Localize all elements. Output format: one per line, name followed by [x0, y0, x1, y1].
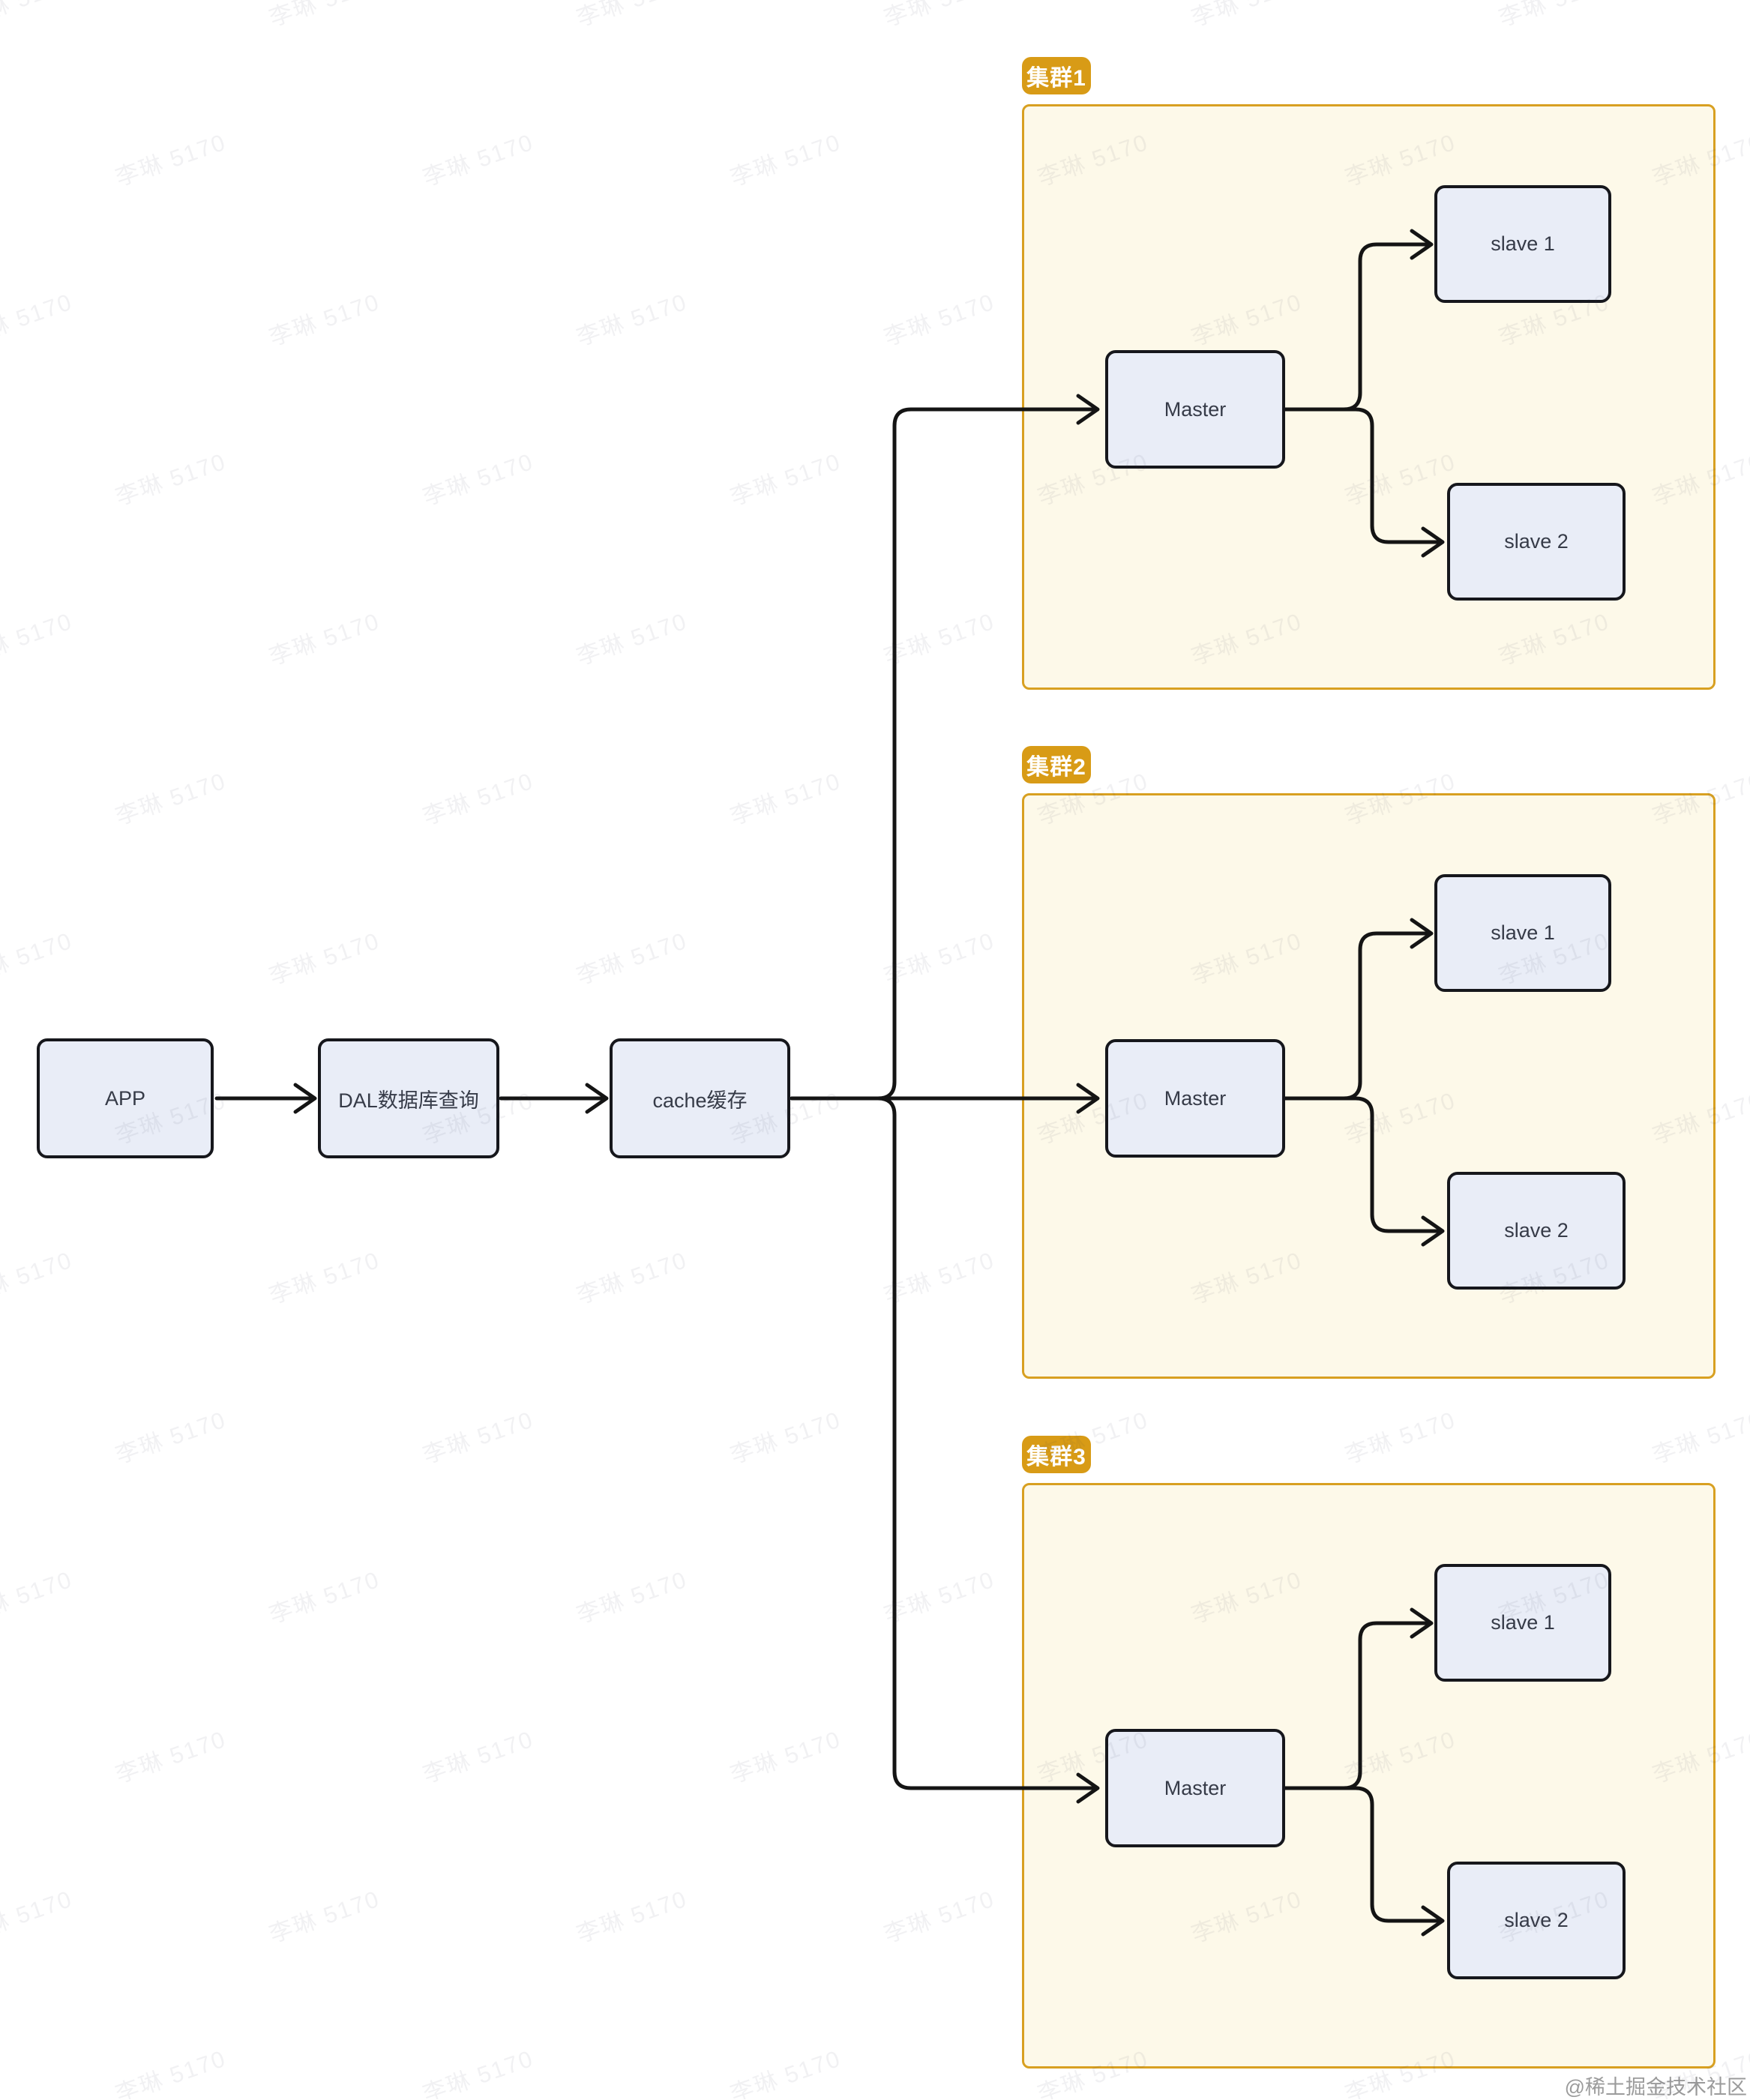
watermark-text: 李琳 5170	[265, 927, 384, 990]
cluster-2-slave1: slave 1	[1434, 874, 1611, 992]
watermark-text: 李琳 5170	[265, 1885, 384, 1948]
watermark-text: 李琳 5170	[880, 1246, 999, 1309]
cluster-2: 集群2 Master slave 1 slave 2	[1022, 746, 1717, 1382]
node-app-label: APP	[104, 1086, 146, 1110]
watermark-text: 李琳 5170	[265, 1246, 384, 1309]
cluster-3-master: Master	[1105, 1729, 1285, 1847]
cluster-1-master-label: Master	[1164, 397, 1227, 421]
cluster-3-master-label: Master	[1164, 1776, 1227, 1799]
watermark-text: 李琳 5170	[0, 1246, 76, 1309]
node-cache-label: cache缓存	[652, 1089, 748, 1112]
watermark-text: 李琳 5170	[112, 448, 230, 511]
cluster-2-master: Master	[1105, 1039, 1285, 1158]
cluster-1-slave1: slave 1	[1434, 185, 1611, 303]
cluster-1-slave2-label: slave 2	[1504, 530, 1569, 553]
credit-text: @稀土掘金技术社区	[1564, 2076, 1747, 2099]
watermark-text: 李琳 5170	[0, 927, 76, 990]
cluster-3-slave2: slave 2	[1447, 1862, 1626, 1979]
watermark-text: 李琳 5170	[573, 0, 691, 31]
watermark-text: 李琳 5170	[0, 1565, 76, 1628]
watermark-text: 李琳 5170	[419, 1406, 538, 1469]
cluster-1-slave2: slave 2	[1447, 483, 1626, 601]
watermark-text: 李琳 5170	[112, 1406, 230, 1469]
watermark-text: 李琳 5170	[112, 1725, 230, 1788]
watermark-text: 李琳 5170	[1188, 0, 1306, 31]
watermark-text: 李琳 5170	[265, 607, 384, 670]
cluster-2-slave1-label: slave 1	[1491, 921, 1555, 944]
watermark-text: 李琳 5170	[727, 2045, 845, 2099]
watermark-text: 李琳 5170	[573, 607, 691, 670]
cluster-1-slave1-label: slave 1	[1491, 232, 1555, 255]
node-cache: cache缓存	[610, 1038, 790, 1158]
watermark-text: 李琳 5170	[573, 288, 691, 351]
arrowhead-app-to-dal	[293, 1083, 317, 1114]
watermark-text: 李琳 5170	[573, 1565, 691, 1628]
node-dal: DAL数据库查询	[318, 1038, 499, 1158]
cluster-2-label: 集群2	[1026, 755, 1086, 780]
cluster-1: 集群1 Master slave 1 slave 2	[1022, 57, 1717, 693]
watermark-text: 李琳 5170	[419, 448, 538, 511]
arrowhead-dal-to-cache	[585, 1083, 609, 1114]
watermark-text: 李琳 5170	[727, 448, 845, 511]
watermark-text: 李琳 5170	[419, 2045, 538, 2099]
cluster-1-badge: 集群1	[1022, 57, 1091, 94]
cluster-3: 集群3 Master slave 1 slave 2	[1022, 1436, 1717, 2072]
watermark-text: 李琳 5170	[880, 927, 999, 990]
watermark-text: 李琳 5170	[112, 128, 230, 191]
watermark-text: 李琳 5170	[1495, 0, 1614, 31]
cluster-3-slave1-label: slave 1	[1491, 1611, 1555, 1634]
cluster-2-master-label: Master	[1164, 1086, 1227, 1110]
cluster-1-label: 集群1	[1026, 66, 1086, 91]
cluster-1-master: Master	[1105, 350, 1285, 469]
watermark-text: 李琳 5170	[727, 1406, 845, 1469]
watermark-text: 李琳 5170	[112, 2045, 230, 2099]
watermark-text: 李琳 5170	[265, 288, 384, 351]
watermark-text: 李琳 5170	[419, 767, 538, 830]
watermark-text: 李琳 5170	[419, 1725, 538, 1788]
cluster-2-slave2: slave 2	[1447, 1172, 1626, 1290]
watermark-text: 李琳 5170	[573, 927, 691, 990]
cluster-3-badge: 集群3	[1022, 1436, 1091, 1473]
node-dal-label: DAL数据库查询	[338, 1089, 479, 1112]
node-app: APP	[37, 1038, 214, 1158]
watermark-text: 李琳 5170	[880, 607, 999, 670]
watermark-text: 李琳 5170	[0, 607, 76, 670]
cluster-2-badge: 集群2	[1022, 746, 1091, 783]
watermark-text: 李琳 5170	[880, 0, 999, 31]
watermark-text: 李琳 5170	[727, 767, 845, 830]
watermark-text: 李琳 5170	[419, 128, 538, 191]
watermark-text: 李琳 5170	[880, 1885, 999, 1948]
cluster-3-slave1: slave 1	[1434, 1564, 1611, 1682]
watermark-text: 李琳 5170	[0, 288, 76, 351]
cluster-3-label: 集群3	[1026, 1445, 1086, 1469]
watermark-text: 李琳 5170	[573, 1885, 691, 1948]
watermark-text: 李琳 5170	[112, 767, 230, 830]
watermark-text: 李琳 5170	[0, 0, 76, 31]
watermark-text: 李琳 5170	[727, 128, 845, 191]
watermark-text: 李琳 5170	[573, 1246, 691, 1309]
watermark-text: 李琳 5170	[880, 1565, 999, 1628]
watermark-text: 李琳 5170	[727, 1725, 845, 1788]
watermark-text: 李琳 5170	[880, 288, 999, 351]
watermark-text: 李琳 5170	[265, 1565, 384, 1628]
cluster-2-slave2-label: slave 2	[1504, 1219, 1569, 1242]
watermark-text: 李琳 5170	[265, 0, 384, 31]
cluster-3-slave2-label: slave 2	[1504, 1909, 1569, 1931]
watermark-text: 李琳 5170	[0, 1885, 76, 1948]
